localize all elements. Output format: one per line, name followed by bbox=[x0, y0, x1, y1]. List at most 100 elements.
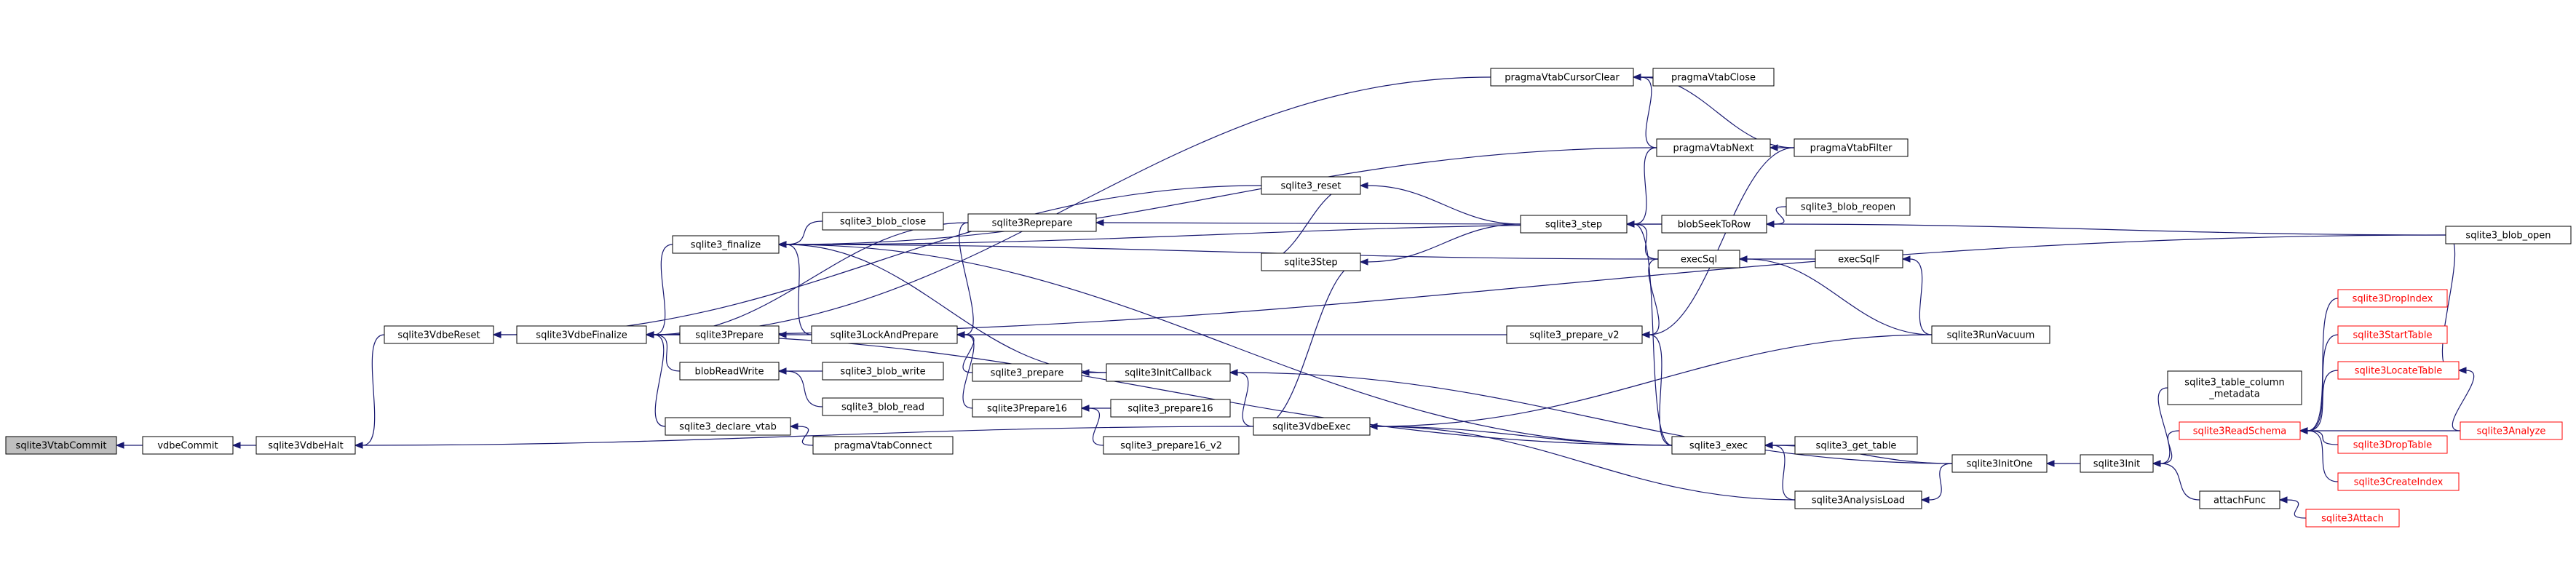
edge-line bbox=[362, 334, 385, 446]
node-label: sqlite3Prepare bbox=[695, 330, 764, 341]
edge-arrowhead bbox=[1080, 369, 1090, 376]
edge-line bbox=[962, 334, 975, 409]
edge-sqlite3-init-to-attach-func bbox=[2152, 460, 2200, 501]
node-label: sqlite3AnalysisLoad bbox=[1812, 496, 1905, 506]
edge-blob-seek-to-row-to-sqlite3-blob-open bbox=[1765, 220, 2446, 236]
edge-arrowhead bbox=[1632, 73, 1641, 81]
node-sqlite3-table-column-metadata[interactable]: sqlite3_table_column_metadata bbox=[2167, 370, 2302, 405]
node-sqlite3-create-index[interactable]: sqlite3CreateIndex bbox=[2337, 472, 2460, 491]
node-sqlite3-declare-vtab[interactable]: sqlite3_declare_vtab bbox=[665, 417, 791, 436]
node-sqlite3-step[interactable]: sqlite3_step bbox=[1520, 215, 1628, 234]
node-box bbox=[1786, 197, 1911, 216]
node-label: sqlite3_blob_open bbox=[2465, 231, 2551, 242]
node-label: sqlite3VdbeExec bbox=[1272, 422, 1351, 433]
node-sqlite3-prepare16[interactable]: sqlite3_prepare16 bbox=[1110, 399, 1231, 418]
node-box bbox=[516, 325, 647, 344]
edge-arrowhead bbox=[789, 423, 798, 430]
node-sqlite3-blob-open[interactable]: sqlite3_blob_open bbox=[2445, 226, 2572, 244]
node-blob-seek-to-row[interactable]: blobSeekToRow bbox=[1661, 215, 1767, 234]
node-box bbox=[2337, 361, 2460, 380]
node-label: sqlite3InitCallback bbox=[1125, 368, 1212, 379]
edge-line bbox=[653, 234, 2446, 335]
edge-line bbox=[962, 334, 975, 373]
edge-sqlite3-vdbe-finalize-to-sqlite3-finalize bbox=[645, 244, 673, 338]
edge-arrowhead bbox=[1920, 496, 1930, 504]
node-sqlite3-locate-table[interactable]: sqlite3LocateTable bbox=[2337, 361, 2460, 380]
node-sqlite3-blob-reopen[interactable]: sqlite3_blob_reopen bbox=[1786, 197, 1911, 216]
edge-sqlite3-analysis-load-to-sqlite3-init-one bbox=[1920, 463, 1953, 504]
node-sqlite3-analysis-load[interactable]: sqlite3AnalysisLoad bbox=[1794, 490, 1922, 509]
node-sqlite3-analyze[interactable]: sqlite3Analyze bbox=[2460, 421, 2563, 440]
node-sqlite3-prepare16-v2[interactable]: sqlite3_prepare16_v2 bbox=[1103, 436, 1240, 455]
node-sqlite3-step[interactable]: sqlite3Step bbox=[1261, 252, 1361, 271]
node-box bbox=[255, 436, 356, 455]
node-sqlite3-vdbe-halt[interactable]: sqlite3VdbeHalt bbox=[255, 436, 356, 455]
node-sqlite3-vdbe-finalize[interactable]: sqlite3VdbeFinalize bbox=[516, 325, 647, 344]
node-sqlite3-drop-table[interactable]: sqlite3DropTable bbox=[2337, 435, 2448, 454]
edge-sqlite3-read-schema-to-sqlite3-create-index bbox=[2299, 427, 2339, 482]
edge-sqlite3-step-to-pragma-vtab-next bbox=[1625, 147, 1657, 228]
node-exec-sql[interactable]: execSql bbox=[1657, 250, 1740, 268]
edge-sqlite3-vdbe-exec-to-sqlite3-analysis-load bbox=[1368, 423, 1796, 501]
node-label: sqlite3_declare_vtab bbox=[679, 422, 777, 433]
edge-arrowhead bbox=[777, 367, 787, 375]
edge-line bbox=[2307, 430, 2339, 445]
node-sqlite3-reprepare[interactable]: sqlite3Reprepare bbox=[967, 213, 1097, 232]
node-attach-func[interactable]: attachFunc bbox=[2199, 490, 2280, 509]
node-label: sqlite3_blob_close bbox=[840, 217, 926, 228]
node-sqlite3-drop-index[interactable]: sqlite3DropIndex bbox=[2337, 289, 2448, 308]
node-sqlite3-init-one[interactable]: sqlite3InitOne bbox=[1951, 454, 2048, 473]
node-pragma-vtab-close[interactable]: pragmaVtabClose bbox=[1652, 68, 1775, 87]
edge-line bbox=[1376, 426, 1796, 501]
edge-sqlite3-vdbe-finalize-to-blob-read-write bbox=[645, 331, 681, 372]
node-sqlite3-init-callback[interactable]: sqlite3InitCallback bbox=[1106, 363, 1231, 382]
node-sqlite3-reset[interactable]: sqlite3_reset bbox=[1261, 176, 1361, 195]
edge-attach-func-to-sqlite3-attach bbox=[2278, 496, 2307, 519]
node-sqlite3-blob-write[interactable]: sqlite3_blob_write bbox=[822, 362, 944, 381]
node-pragma-vtab-connect[interactable]: pragmaVtabConnect bbox=[812, 436, 954, 455]
node-pragma-vtab-next[interactable]: pragmaVtabNext bbox=[1656, 138, 1771, 157]
node-sqlite3-get-table[interactable]: sqlite3_get_table bbox=[1794, 436, 1918, 455]
node-sqlite3-start-table[interactable]: sqlite3StartTable bbox=[2337, 325, 2448, 344]
node-label: pragmaVtabConnect bbox=[834, 441, 932, 452]
edge-sqlite3-locate-table-to-sqlite3-analyze bbox=[2452, 367, 2475, 431]
node-sqlite3-vdbe-reset[interactable]: sqlite3VdbeReset bbox=[384, 325, 494, 344]
node-box bbox=[811, 325, 958, 344]
node-vdbe-commit[interactable]: vdbeCommit bbox=[142, 436, 234, 455]
edge-sqlite3-vdbe-exec-to-sqlite3-step bbox=[1252, 261, 1361, 430]
node-sqlite3-blob-read[interactable]: sqlite3_blob_read bbox=[822, 397, 944, 416]
node-sqlite3-run-vacuum[interactable]: sqlite3RunVacuum bbox=[1931, 325, 2050, 344]
node-sqlite3-init[interactable]: sqlite3Init bbox=[2080, 454, 2154, 473]
node-sqlite3-prepare[interactable]: sqlite3_prepare bbox=[972, 363, 1082, 382]
node-label: blobReadWrite bbox=[694, 367, 764, 378]
node-label: sqlite3StartTable bbox=[2353, 330, 2433, 341]
node-sqlite3-prepare-v2[interactable]: sqlite3_prepare_v2 bbox=[1506, 325, 1643, 344]
node-label: sqlite3VtabCommit bbox=[16, 441, 107, 452]
node-sqlite3-prepare[interactable]: sqlite3Prepare bbox=[679, 325, 780, 344]
node-sqlite3-prepare16[interactable]: sqlite3Prepare16 bbox=[972, 399, 1082, 418]
edge-sqlite3-init-to-sqlite3-table-column-metadata bbox=[2152, 387, 2171, 467]
edge-arrowhead bbox=[231, 442, 241, 449]
node-sqlite3-vdbe-exec[interactable]: sqlite3VdbeExec bbox=[1253, 417, 1371, 436]
node-pragma-vtab-cursor-clear[interactable]: pragmaVtabCursorClear bbox=[1490, 68, 1634, 87]
node-sqlite3-attach[interactable]: sqlite3Attach bbox=[2305, 509, 2400, 528]
node-sqlite3-exec[interactable]: sqlite3_exec bbox=[1671, 436, 1766, 455]
edge-line bbox=[785, 220, 823, 245]
node-pragma-vtab-filter[interactable]: pragmaVtabFilter bbox=[1794, 138, 1909, 157]
node-blob-read-write[interactable]: blobReadWrite bbox=[679, 362, 780, 381]
node-sqlite3-blob-close[interactable]: sqlite3_blob_close bbox=[822, 212, 944, 231]
node-sqlite3-finalize[interactable]: sqlite3_finalize bbox=[672, 235, 780, 254]
node-label: execSql bbox=[1681, 255, 1717, 266]
node-exec-sql-f[interactable]: execSqlF bbox=[1815, 250, 1903, 268]
node-box bbox=[2445, 226, 2572, 244]
edge-sqlite3-vdbe-finalize-to-sqlite3-declare-vtab bbox=[645, 331, 666, 427]
node-label: sqlite3_blob_reopen bbox=[1801, 202, 1895, 213]
node-sqlite3-lock-and-prepare[interactable]: sqlite3LockAndPrepare bbox=[811, 325, 958, 344]
edge-arrowhead bbox=[2045, 460, 2055, 467]
node-sqlite3-read-schema[interactable]: sqlite3ReadSchema bbox=[2179, 421, 2301, 440]
edge-arrowhead bbox=[1641, 331, 1650, 338]
node-sqlite3-vtab-commit[interactable]: sqlite3VtabCommit bbox=[5, 436, 117, 455]
node-box bbox=[1103, 436, 1240, 455]
edge-sqlite3-init-one-to-sqlite3-init bbox=[2045, 460, 2080, 467]
node-box bbox=[1490, 68, 1634, 87]
